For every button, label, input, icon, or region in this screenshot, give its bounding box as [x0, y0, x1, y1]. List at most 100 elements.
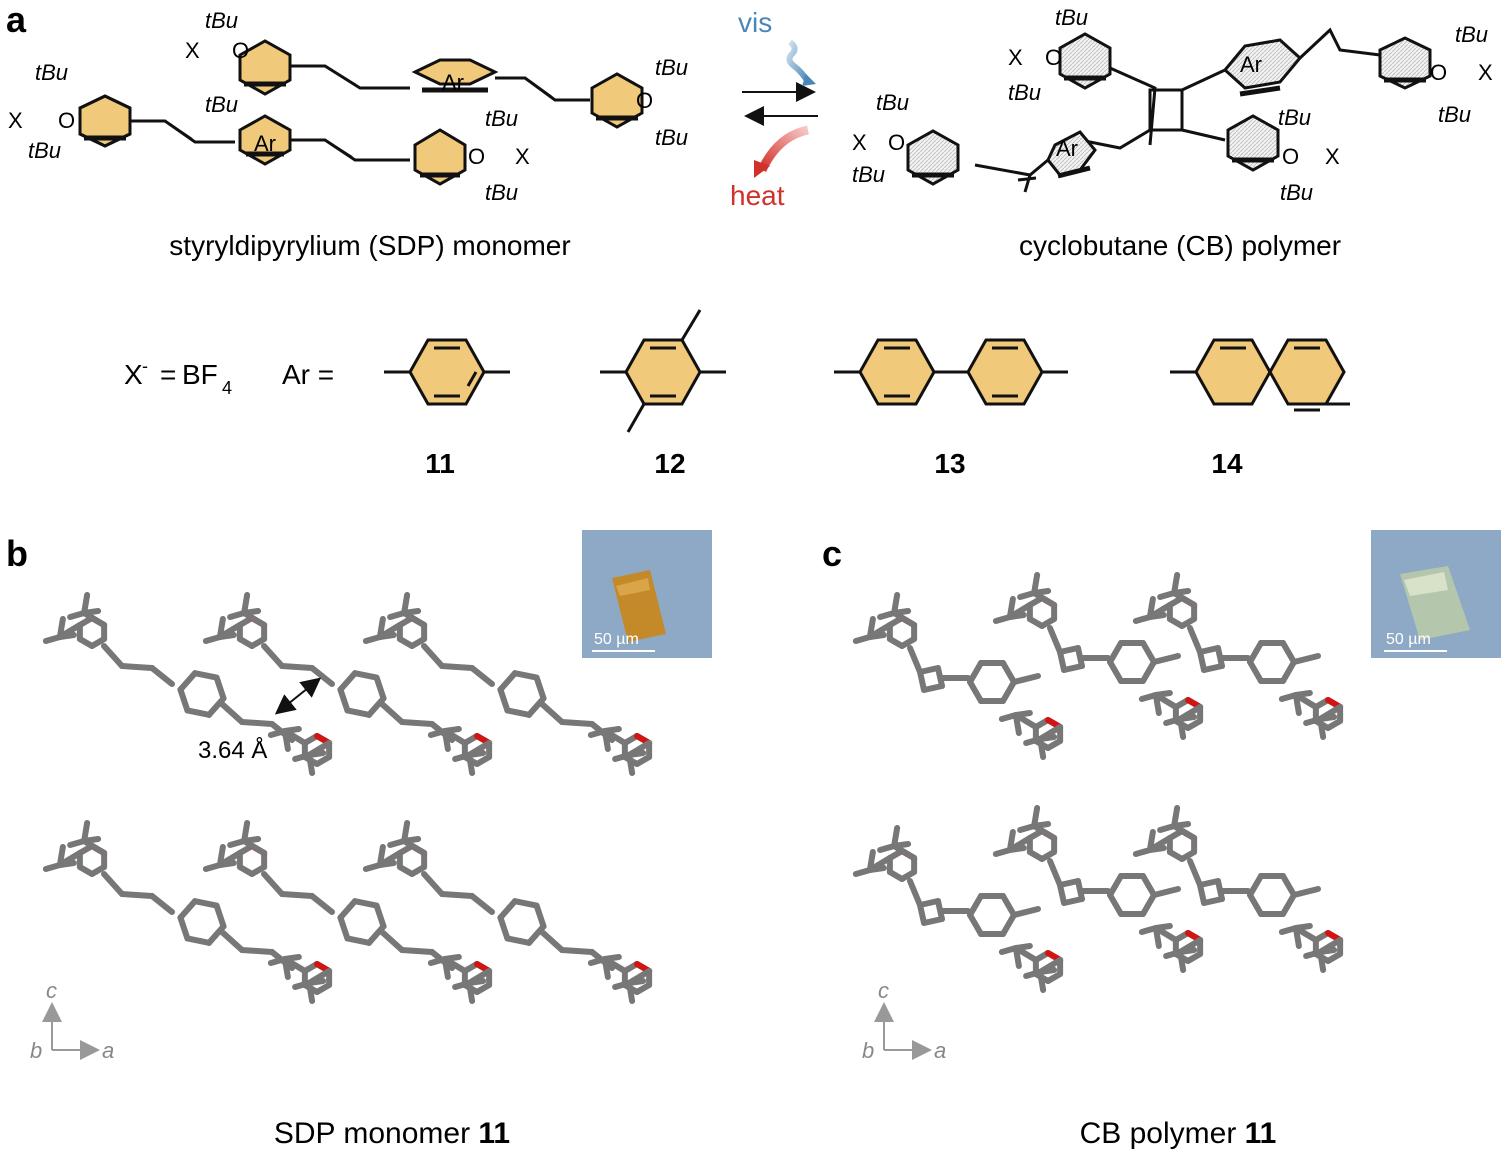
bond-stick — [921, 916, 945, 926]
bond-stick — [309, 893, 335, 915]
panel-b-label: b — [6, 533, 28, 574]
bond-stick — [1061, 896, 1085, 906]
bond-stick — [1107, 872, 1124, 898]
bond-stick — [1247, 639, 1264, 665]
bond-stick — [1152, 692, 1162, 716]
bond-stick — [1000, 679, 1017, 705]
bond-stick — [401, 820, 411, 844]
x-label: X — [515, 144, 530, 169]
bond-stick — [337, 670, 359, 693]
bond-stick — [497, 898, 519, 921]
bond-stick — [184, 935, 212, 946]
bond-stick — [866, 616, 876, 640]
bond-stick — [866, 849, 876, 873]
bond-stick — [213, 902, 227, 930]
tbu-label: tBu — [485, 106, 518, 131]
bond-stick — [525, 923, 547, 946]
bond-stick — [497, 686, 511, 714]
aryl-ring — [411, 58, 499, 86]
equals-sign: = — [160, 359, 176, 390]
bond-stick — [1000, 659, 1017, 685]
bond-stick — [1140, 872, 1157, 898]
bond-stick — [1037, 736, 1047, 760]
o-label: O — [468, 144, 485, 169]
distance-arrow — [274, 677, 322, 715]
bond-stick — [1317, 716, 1327, 740]
bond-stick — [1037, 969, 1047, 993]
polymer-caption: cyclobutane (CB) polymer — [1019, 230, 1341, 261]
bond-stick — [184, 707, 212, 718]
panel-c-caption: CB polymer 11 — [1080, 1117, 1277, 1150]
bond-stick — [891, 825, 901, 849]
bond-stick — [1187, 625, 1203, 655]
bond-stick — [1201, 896, 1225, 906]
bond-stick — [399, 947, 435, 955]
caption-text: CB polymer — [1080, 1117, 1245, 1150]
tbu-label: tBu — [1455, 22, 1488, 47]
pyrylium-ring — [413, 128, 467, 186]
bond-stick — [205, 695, 227, 718]
bond-stick — [539, 929, 565, 953]
bond-stick — [1140, 659, 1157, 685]
tbu-label: tBu — [1438, 102, 1471, 127]
bond-stick — [1140, 639, 1157, 665]
tbu-label: tBu — [1008, 80, 1041, 105]
aryl-definitions: X - = BF 4 Ar = 11 12 13 14 — [124, 309, 1350, 479]
bond-stick — [365, 695, 387, 718]
distance-label: 3.64 Å — [198, 736, 267, 764]
bond-stick — [1292, 692, 1302, 716]
bond-stick — [261, 643, 285, 669]
axis-b-label: b — [862, 1038, 874, 1063]
monomer-labels: Ar Ar tBu tBu tBu tBu tBu tBu tBu tBu X … — [8, 8, 688, 205]
bond-stick — [1280, 892, 1297, 918]
bond-stick — [219, 701, 245, 725]
bond-stick — [281, 728, 291, 752]
bond-stick — [309, 665, 335, 687]
bond-stick — [177, 914, 191, 942]
bond-stick — [306, 980, 316, 1004]
axis-a-label: a — [934, 1038, 946, 1063]
bond-stick — [379, 701, 405, 725]
o-label: O — [1430, 60, 1447, 85]
bond-stick — [1247, 892, 1264, 918]
compound-11-label: 11 — [425, 448, 455, 479]
bond-stick — [626, 980, 636, 1004]
tbu-label: tBu — [655, 55, 688, 80]
axis-indicator-c: c b a — [862, 978, 946, 1063]
vis-label: vis — [738, 7, 772, 38]
panel-c-label: c — [822, 533, 842, 574]
panel-a-label: a — [6, 0, 27, 40]
bond-stick — [192, 670, 220, 681]
bond-stick — [101, 643, 125, 669]
bond-stick — [469, 893, 495, 915]
tbu-label: tBu — [205, 8, 238, 33]
bond-stick — [216, 616, 226, 640]
bond-stick — [1107, 639, 1124, 665]
bond-stick — [497, 914, 511, 942]
bond-stick — [1201, 663, 1225, 673]
bond-stick — [601, 728, 611, 752]
x-label: X — [8, 108, 23, 133]
o-label: O — [636, 88, 653, 113]
bond-stick — [1031, 572, 1041, 596]
sdp-monomer-structure — [78, 39, 644, 186]
bond-stick — [1177, 716, 1187, 740]
compound-14-label: 14 — [1211, 448, 1243, 479]
o-label: O — [888, 130, 905, 155]
bond-stick — [365, 923, 387, 946]
pyrylium-ring — [238, 39, 292, 96]
bond-stick — [373, 902, 387, 930]
bond-stick — [344, 935, 372, 946]
bond-stick — [917, 669, 927, 693]
bond-stick — [441, 956, 451, 980]
bond-stick — [1047, 625, 1063, 655]
bond-stick — [241, 592, 251, 616]
bond-stick — [56, 616, 66, 640]
bond-stick — [1177, 949, 1187, 973]
tbu-label: tBu — [1280, 180, 1313, 205]
bond-stick — [559, 719, 595, 727]
compound-13-label: 13 — [934, 448, 965, 479]
bond-stick — [891, 592, 901, 616]
bond-stick — [241, 820, 251, 844]
bond-stick — [626, 752, 636, 776]
